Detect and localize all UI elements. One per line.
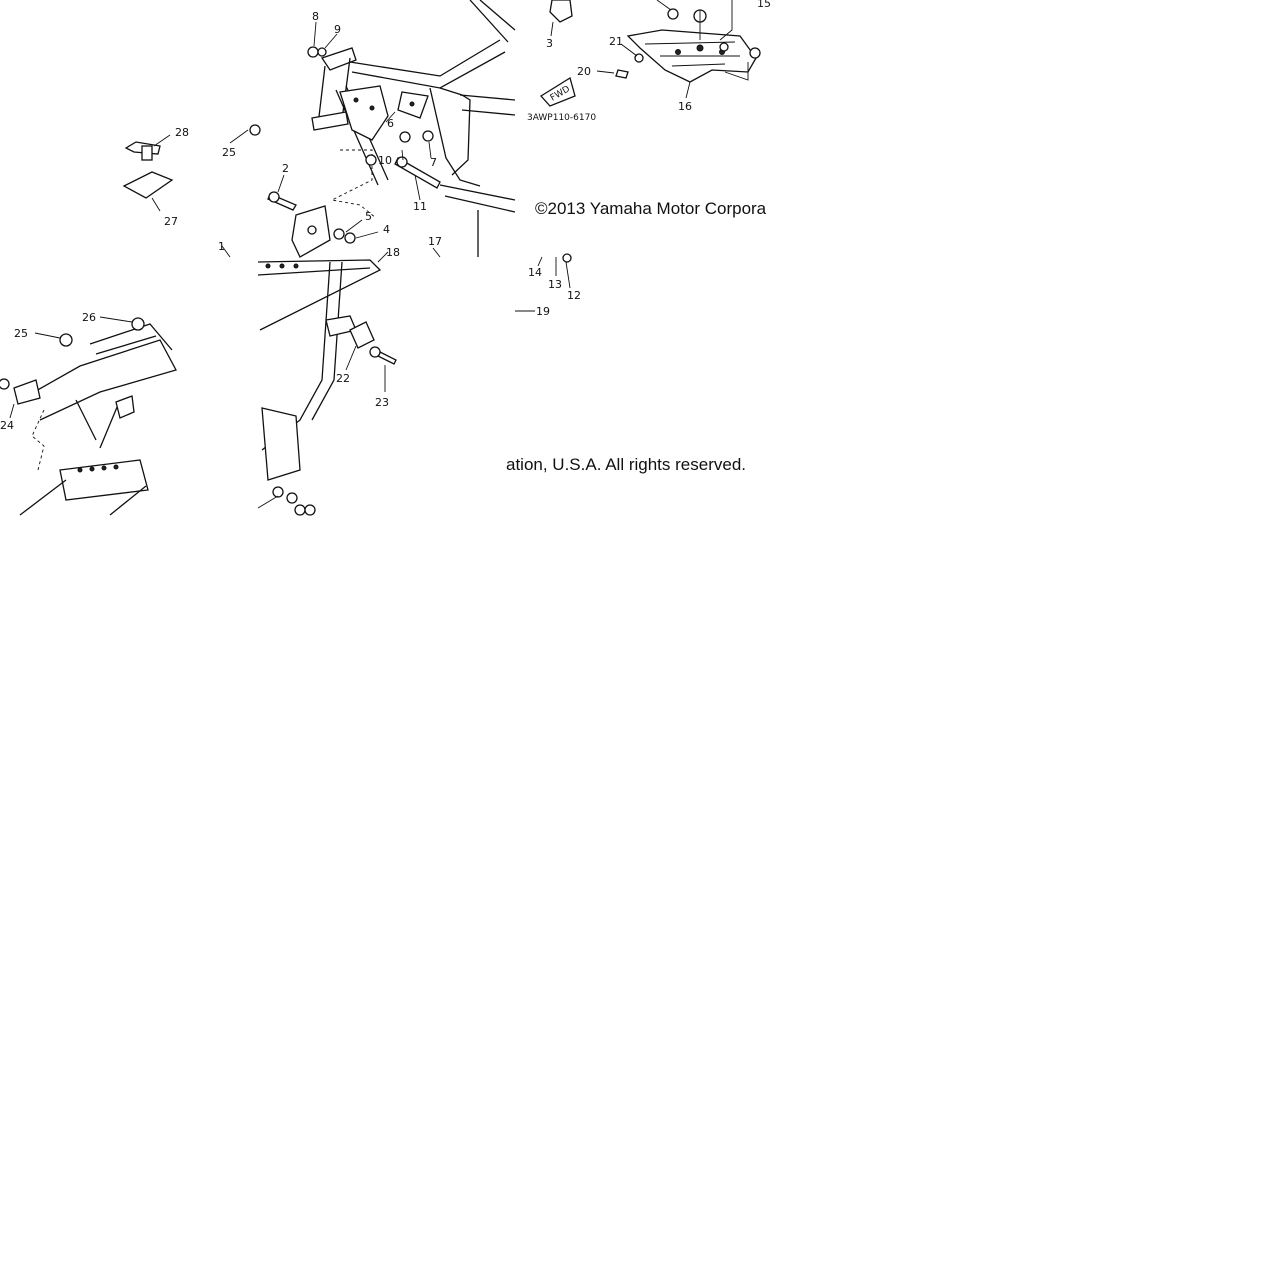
callout-4: 4 <box>383 223 390 236</box>
skid-plate-drawing <box>539 0 761 107</box>
callout-9: 9 <box>334 23 341 36</box>
small-parts-drawing <box>122 129 249 212</box>
callout-11: 11 <box>413 200 427 213</box>
part-code: 3AWP110-6170 <box>527 113 596 123</box>
callout-16: 16 <box>678 100 692 113</box>
callout-7: 7 <box>430 156 437 169</box>
callout-24: 24 <box>0 419 14 432</box>
callout-1: 1 <box>218 240 225 253</box>
copyright-top: ©2013 Yamaha Motor Corpora <box>535 199 767 218</box>
fastener-callouts <box>515 253 572 312</box>
callout-14: 14 <box>528 266 542 279</box>
callout-21: 21 <box>609 35 623 48</box>
callout-15: 15 <box>757 0 771 10</box>
callout-2: 2 <box>282 162 289 175</box>
callout-19: 19 <box>536 305 550 318</box>
callout-22: 22 <box>336 372 350 385</box>
callout-10: 10 <box>378 154 392 167</box>
callout-26: 26 <box>82 311 96 324</box>
callout-13: 13 <box>548 278 562 291</box>
callout-28: 28 <box>175 126 189 139</box>
callout-17: 17 <box>428 235 442 248</box>
copyright-bottom: ation, U.S.A. All rights reserved. <box>506 455 746 474</box>
callout-25-left: 25 <box>14 327 28 340</box>
callout-23: 23 <box>375 396 389 409</box>
rear-frame-drawing <box>0 316 177 516</box>
main-frame-drawing <box>221 0 516 258</box>
callout-25-top: 25 <box>222 146 236 159</box>
callout-12: 12 <box>567 289 581 302</box>
callout-5: 5 <box>365 210 372 223</box>
callout-18: 18 <box>386 246 400 259</box>
callout-20: 20 <box>577 65 591 78</box>
callout-8: 8 <box>312 10 319 23</box>
callout-6: 6 <box>387 117 394 130</box>
lower-frame-drawing <box>257 251 397 516</box>
callout-27: 27 <box>164 215 178 228</box>
callout-3: 3 <box>546 37 553 50</box>
